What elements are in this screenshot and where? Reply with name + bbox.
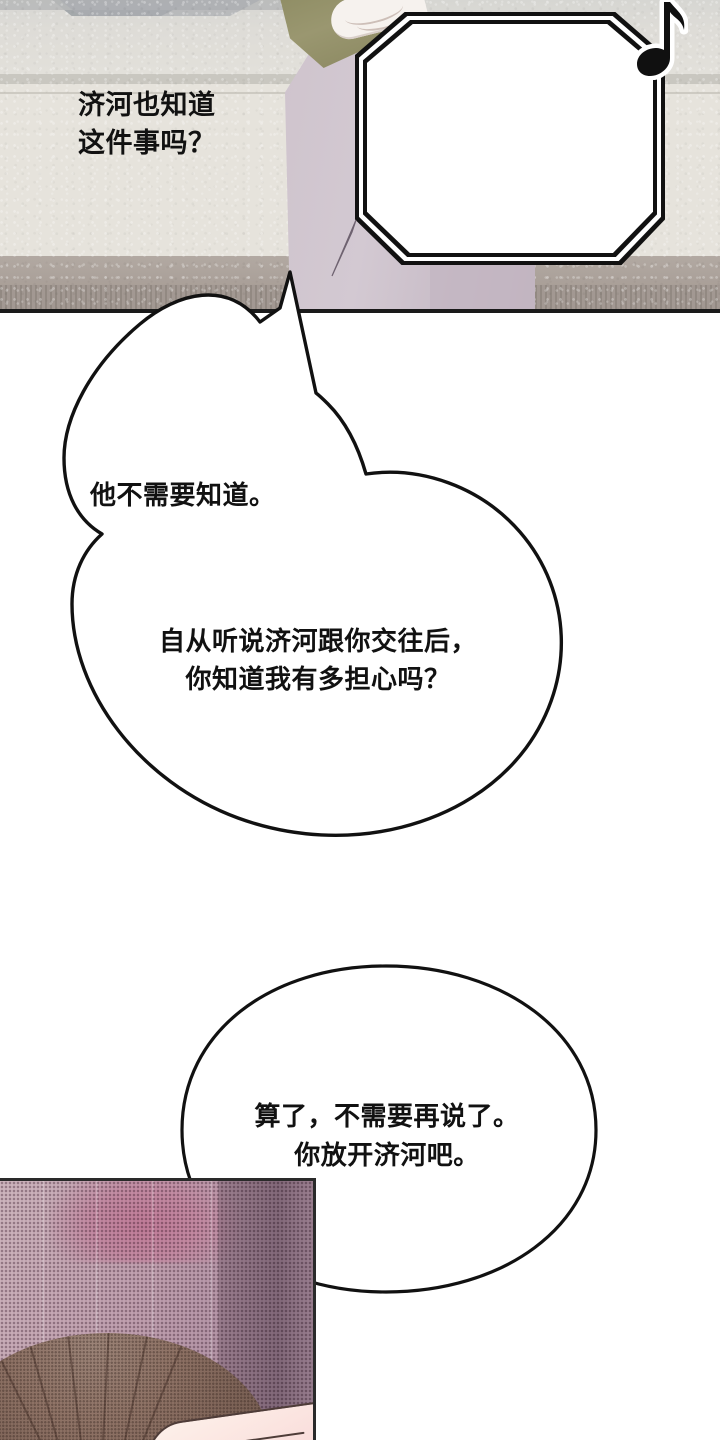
- speech-bubble-1: [355, 12, 665, 265]
- hair-strand: [102, 1333, 150, 1440]
- background-stripe: [210, 1181, 212, 1440]
- speech-bubble-1-tail: [331, 219, 357, 277]
- speech-bubble-2: 他不需要知道。 自从听说济河跟你交往后， 你知道我有多担心吗？: [28, 262, 598, 872]
- face-contour-line: [155, 1431, 305, 1440]
- bubble-1-line-2: 这件事吗？: [78, 128, 216, 159]
- panel-bottom-pink-glow: [50, 1181, 240, 1263]
- speech-bubble-2-shape: [62, 270, 563, 837]
- wall-upper-shadow-secondary: [60, 0, 260, 16]
- bubble-2-block1-line-1: 他不需要知道。: [90, 480, 276, 510]
- bubble-1-line-1: 济河也知道: [78, 90, 216, 120]
- hair-strand: [96, 1333, 110, 1440]
- speech-bubble-2-text-block-2: 自从听说济河跟你交往后， 你知道我有多担心吗？: [98, 622, 538, 699]
- hair-strand: [66, 1333, 95, 1440]
- background-stripe: [96, 1181, 98, 1440]
- speech-bubble-1-text: 济河也知道 这件事吗？: [78, 86, 278, 163]
- bubble-2-block2-line-1: 自从听说济河跟你交往后，: [158, 626, 477, 656]
- comic-panel-bottom: [0, 1178, 316, 1440]
- background-stripe: [152, 1181, 154, 1440]
- bubble-3-line-2: 你放开济河吧。: [294, 1140, 480, 1170]
- music-note-icon: [632, 0, 688, 80]
- speech-bubble-2-text-block-1: 他不需要知道。: [90, 477, 420, 514]
- speech-bubble-3-text: 算了，不需要再说了。 你放开济河吧。: [222, 1097, 552, 1175]
- bubble-3-line-1: 算了，不需要再说了。: [254, 1101, 520, 1131]
- bubble-fill: [367, 24, 653, 253]
- bubble-2-block2-line-2: 你知道我有多担心吗？: [185, 664, 451, 695]
- background-stripe: [42, 1181, 44, 1440]
